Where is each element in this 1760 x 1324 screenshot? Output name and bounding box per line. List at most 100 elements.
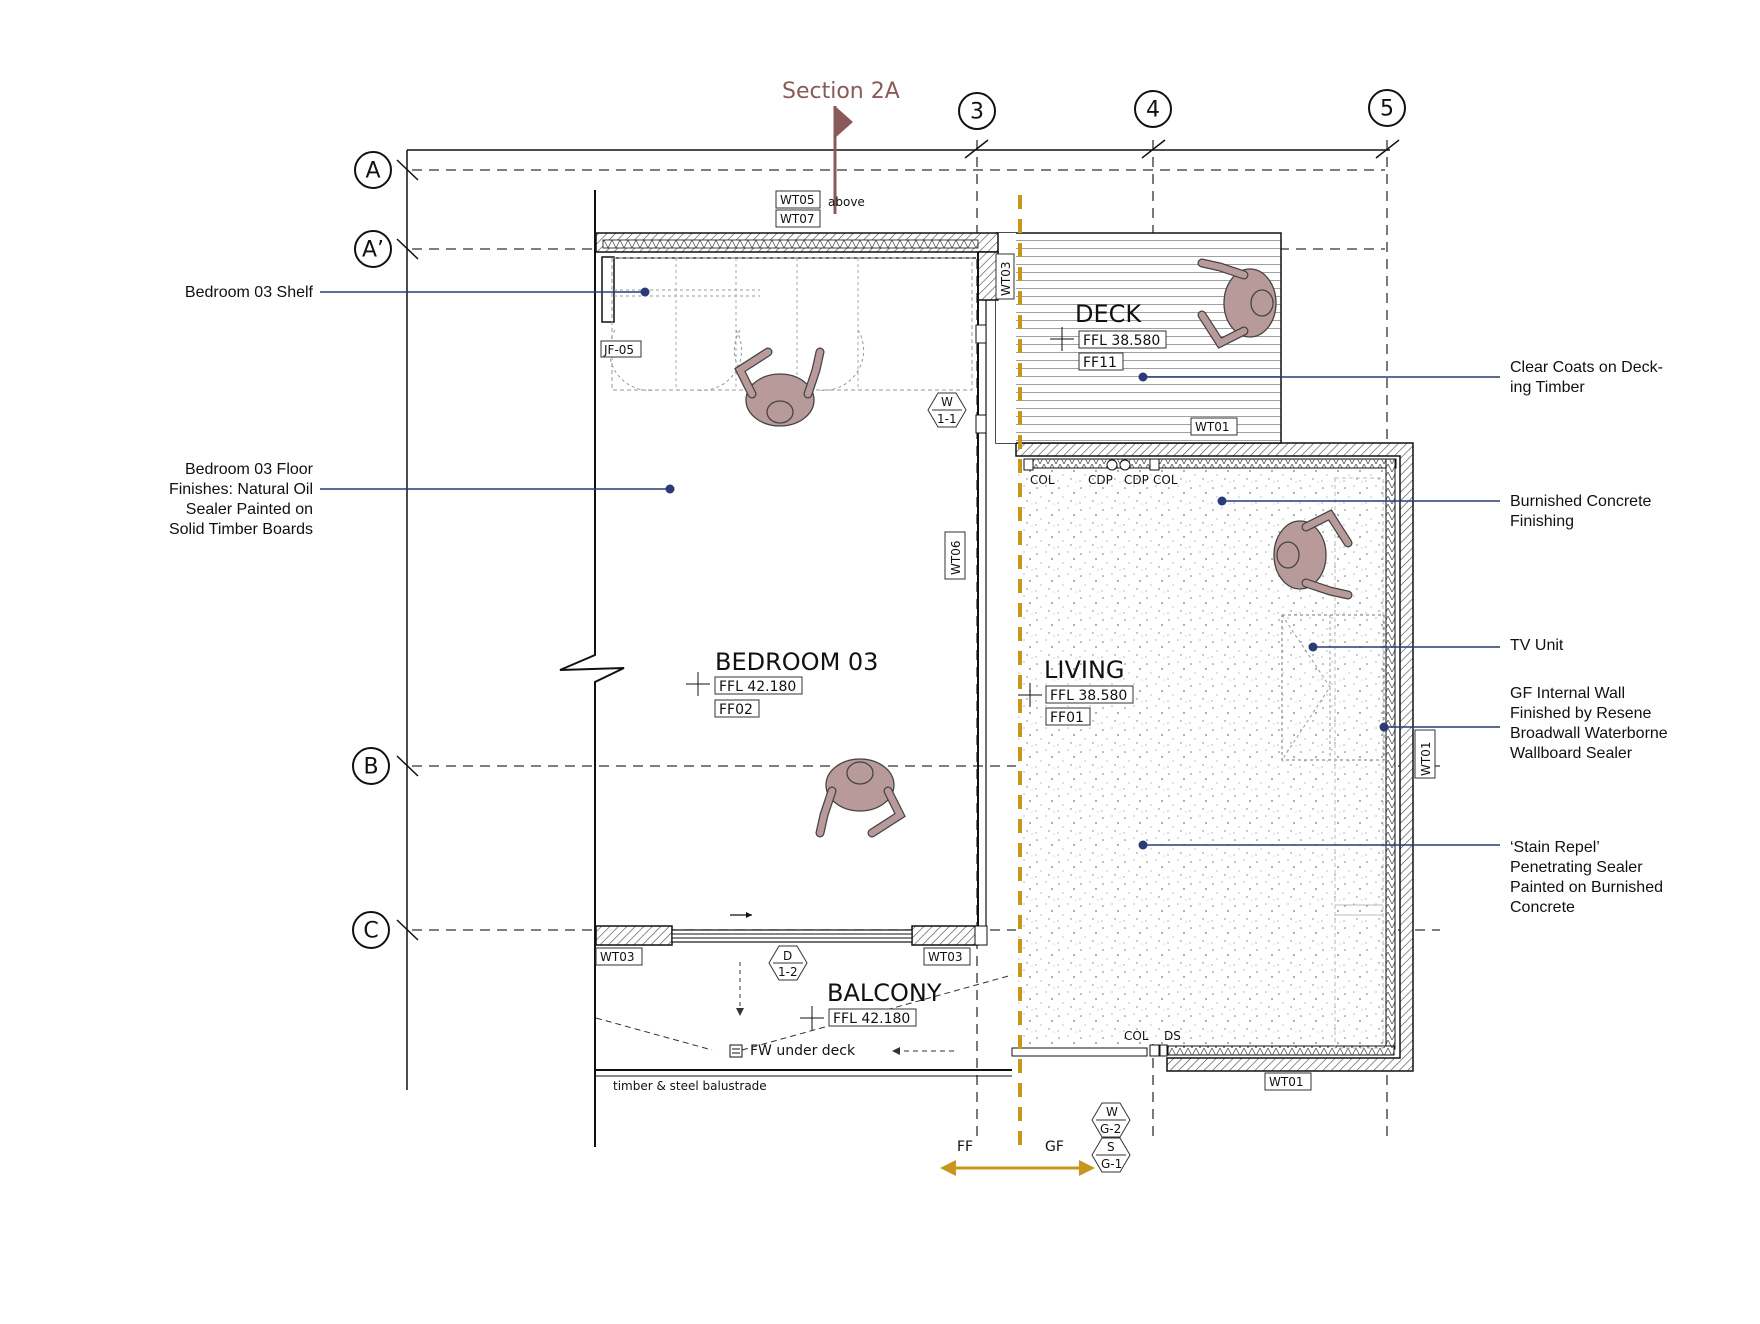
grid-bubble-5: 5 xyxy=(1368,89,1406,127)
callout-text: ‘Stain Repel’ xyxy=(1510,839,1600,856)
grid-bubble-4: 4 xyxy=(1134,90,1172,128)
bedroom-area xyxy=(559,190,999,1147)
tag-cdp-2: CDP xyxy=(1124,473,1149,487)
callout-text: Solid Timber Boards xyxy=(169,521,313,538)
living-area xyxy=(1015,442,1414,1072)
finish-deck: FF11 xyxy=(1083,355,1117,371)
finish-bedroom: FF02 xyxy=(719,702,753,718)
callout-text: Bedroom 03 Shelf xyxy=(185,284,314,301)
section-title: Section 2A xyxy=(782,79,900,104)
section-marker: Section 2A WT05 WT07 above xyxy=(775,79,900,228)
callout-text: Burnished Concrete xyxy=(1510,493,1652,510)
hex-tag-w11: W 1-1 xyxy=(927,392,967,428)
label-fw-under-deck: FW under deck xyxy=(750,1043,856,1059)
tag-wt03-top: WT03 xyxy=(999,262,1013,296)
label-ff: FF xyxy=(957,1139,973,1155)
person-figure-4 xyxy=(815,758,906,838)
grid-label-b: B xyxy=(363,755,378,780)
ffl-living: FFL 38.580 xyxy=(1050,688,1127,704)
level-change-line xyxy=(940,195,1095,1176)
callout-text: Broadwall Waterborne xyxy=(1510,725,1668,742)
room-name-deck: DECK xyxy=(1075,300,1142,328)
person-figure-2 xyxy=(1197,258,1277,349)
grid-label-a: A xyxy=(365,159,380,184)
tag-col-2: COL xyxy=(1153,473,1178,487)
callout-text: Wallboard Sealer xyxy=(1510,745,1633,762)
room-bedroom: BEDROOM 03 FFL 42.180 FF02 xyxy=(686,648,878,718)
hex-d12-bottom: 1-2 xyxy=(778,965,798,979)
tag-ds: DS xyxy=(1164,1029,1181,1043)
finish-living: FF01 xyxy=(1050,710,1084,726)
callout-bedroom-shelf: Bedroom 03 Shelf xyxy=(185,284,314,301)
ffl-deck: FFL 38.580 xyxy=(1083,333,1160,349)
section-above-label: above xyxy=(828,195,865,209)
callout-text: Concrete xyxy=(1510,899,1575,916)
callout-text: Finished by Resene xyxy=(1510,705,1652,722)
callout-gf-wall: GF Internal Wall Finished by Resene Broa… xyxy=(1510,685,1668,762)
ffl-balcony: FFL 42.180 xyxy=(833,1011,910,1027)
callout-tv-unit: TV Unit xyxy=(1510,637,1564,654)
tag-wt06: WT06 xyxy=(949,541,963,575)
room-deck: DECK FFL 38.580 FF11 xyxy=(1050,300,1167,371)
ffl-bedroom: FFL 42.180 xyxy=(719,679,796,695)
room-living: LIVING FFL 38.580 FF01 xyxy=(1018,656,1134,726)
tv-unit xyxy=(1281,614,1385,761)
callout-text: Bedroom 03 Floor xyxy=(185,461,314,478)
tag-wt01-deck: WT01 xyxy=(1195,420,1229,434)
tag-jf05: JF-05 xyxy=(603,343,634,357)
callout-text: Finishes: Natural Oil xyxy=(169,481,313,498)
room-name-bedroom: BEDROOM 03 xyxy=(715,648,878,676)
tag-wt03-left: WT03 xyxy=(600,950,634,964)
callout-text: Penetrating Sealer xyxy=(1510,859,1643,876)
room-name-living: LIVING xyxy=(1044,656,1125,684)
hex-sg1-bottom: G-1 xyxy=(1101,1157,1122,1171)
tag-wt01-bottom: WT01 xyxy=(1269,1075,1303,1089)
hex-tag-d12: D 1-2 xyxy=(768,945,808,981)
room-name-balcony: BALCONY xyxy=(827,979,942,1007)
callout-text: Clear Coats on Deck- xyxy=(1510,359,1663,376)
hex-tag-wg2: W G-2 xyxy=(1091,1102,1131,1138)
tag-wt03-right: WT03 xyxy=(928,950,962,964)
callout-bedroom-floor: Bedroom 03 Floor Finishes: Natural Oil S… xyxy=(169,461,314,538)
person-figure-3 xyxy=(1273,509,1353,600)
section-tag-wt07: WT07 xyxy=(780,212,814,226)
callout-burnished: Burnished Concrete Finishing xyxy=(1510,493,1652,530)
grid-label-c: C xyxy=(363,919,378,944)
hex-sg1-top: S xyxy=(1107,1140,1115,1154)
tag-wt01-right: WT01 xyxy=(1419,742,1433,776)
callout-text: Finishing xyxy=(1510,513,1574,530)
callout-text: TV Unit xyxy=(1510,637,1564,654)
grid-label-4: 4 xyxy=(1146,98,1160,123)
callout-text: Sealer Painted on xyxy=(186,501,313,518)
grid-bubble-a: A xyxy=(354,151,392,189)
hex-tag-sg1: S G-1 xyxy=(1091,1137,1131,1173)
element-tags: JF-05 WT03 WT06 WT01 WT01 WT01 WT03 WT03… xyxy=(595,253,1436,1155)
grid-label-5: 5 xyxy=(1380,97,1394,122)
grid-bubble-3: 3 xyxy=(958,92,996,130)
label-gf: GF xyxy=(1045,1139,1064,1155)
tag-col-1: COL xyxy=(1030,473,1055,487)
grid-bubble-b: B xyxy=(352,747,390,785)
grid-label-3: 3 xyxy=(970,100,984,125)
label-balustrade: timber & steel balustrade xyxy=(613,1079,767,1093)
grid-bubble-c: C xyxy=(352,911,390,949)
callout-text: GF Internal Wall xyxy=(1510,685,1625,702)
hex-w11-top: W xyxy=(941,395,953,409)
callout-stain-repel: ‘Stain Repel’ Penetrating Sealer Painted… xyxy=(1510,839,1663,916)
hex-wg2-bottom: G-2 xyxy=(1100,1122,1121,1136)
arrow-left-icon xyxy=(940,1160,956,1176)
grid-bubble-a-prime: A’ xyxy=(354,230,392,268)
callout-deck-coats: Clear Coats on Deck- ing Timber xyxy=(1510,359,1663,396)
hex-d12-top: D xyxy=(783,949,792,963)
callout-text: ing Timber xyxy=(1510,379,1585,396)
person-figure-1 xyxy=(734,347,825,427)
section-flag-icon xyxy=(835,106,853,138)
callout-text: Painted on Burnished xyxy=(1510,879,1663,896)
callout-leaders xyxy=(320,287,1500,850)
room-balcony: BALCONY FFL 42.180 xyxy=(800,979,942,1030)
section-tag-wt05: WT05 xyxy=(780,193,814,207)
grid-label-a-prime: A’ xyxy=(362,238,384,263)
hex-wg2-top: W xyxy=(1106,1105,1118,1119)
tag-cdp-1: CDP xyxy=(1088,473,1113,487)
